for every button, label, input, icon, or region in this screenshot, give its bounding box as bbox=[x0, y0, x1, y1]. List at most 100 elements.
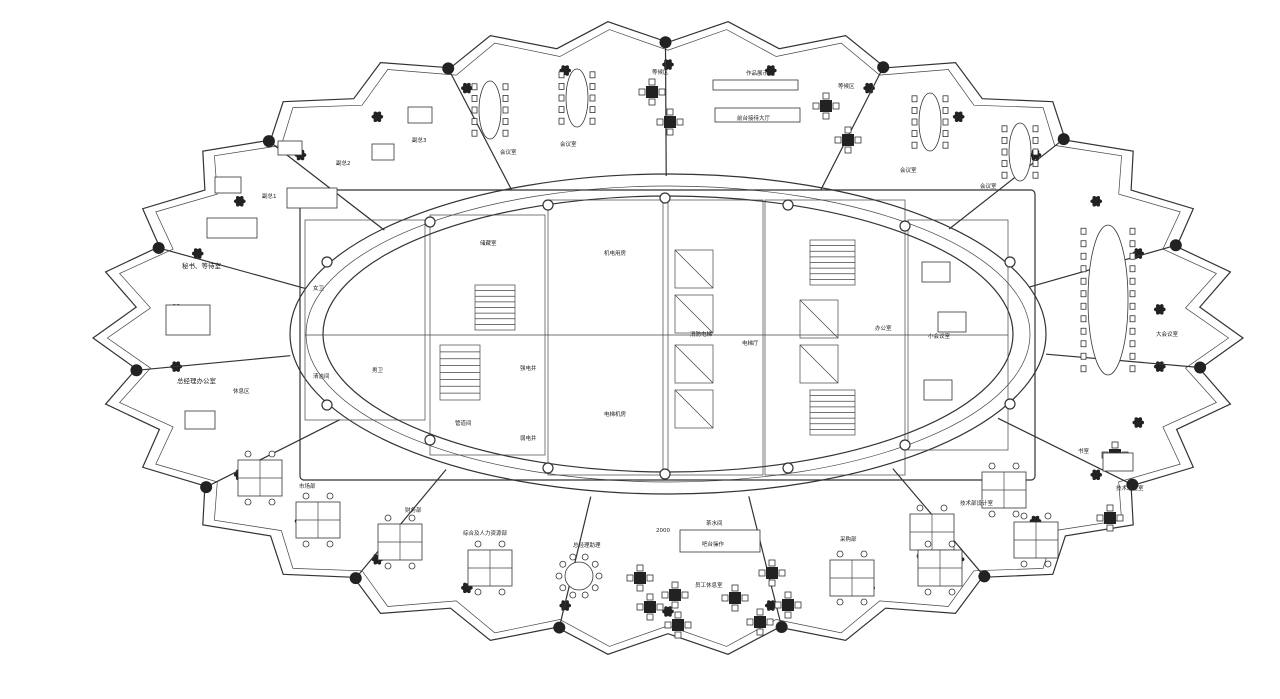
label-store: 储藏室 bbox=[480, 239, 497, 247]
desk bbox=[165, 304, 211, 336]
room-partitions bbox=[130, 36, 1207, 634]
building-core bbox=[299, 189, 1036, 481]
label-toilet-m: 男卫 bbox=[372, 367, 384, 374]
table-with-chairs bbox=[746, 608, 774, 636]
table-with-chairs bbox=[721, 584, 749, 612]
label-vp2: 副总2 bbox=[336, 159, 351, 167]
label-purchase: 采购部 bbox=[840, 535, 857, 543]
round-table bbox=[555, 553, 603, 599]
table-with-chairs bbox=[812, 92, 840, 120]
column bbox=[1057, 133, 1070, 146]
sofa bbox=[286, 187, 338, 209]
table-with-chairs bbox=[661, 581, 689, 609]
plant-icon bbox=[461, 82, 473, 94]
plant-icon bbox=[662, 59, 674, 70]
bar-counter bbox=[679, 529, 761, 553]
label-bar: 吧台操作 bbox=[702, 540, 725, 548]
plant-icon bbox=[461, 582, 473, 594]
column bbox=[553, 621, 566, 634]
room-labels: 秘书、等待室 总经理办公室 休息区 副总1 副总2 副总3 会议室 会议室 等候… bbox=[177, 68, 1179, 589]
plant-icon bbox=[1153, 304, 1166, 315]
table-with-chairs bbox=[656, 108, 684, 136]
table-with-chairs bbox=[1096, 504, 1124, 532]
desk bbox=[1102, 452, 1134, 472]
label-dim: 2000 bbox=[656, 528, 670, 534]
workstation-cluster bbox=[1013, 512, 1059, 568]
column bbox=[978, 570, 991, 583]
plant-icon bbox=[233, 195, 246, 207]
label-toilet-f: 女卫 bbox=[313, 284, 325, 292]
label-display: 作品展示区 bbox=[746, 69, 774, 77]
label-cleaning: 清洁间 bbox=[313, 372, 330, 380]
label-equip-2: 电梯机房 bbox=[604, 410, 627, 418]
table-with-chairs bbox=[664, 611, 692, 639]
column bbox=[1126, 478, 1139, 491]
column bbox=[152, 241, 165, 254]
label-tech-design: 技术部设计室 bbox=[960, 499, 994, 507]
plant-icon bbox=[371, 111, 384, 123]
label-finance: 财务部 bbox=[405, 506, 422, 514]
label-fire: 消防电梯 bbox=[690, 330, 713, 338]
conference-table bbox=[911, 92, 949, 152]
label-gm-assistant: 总经理助理 bbox=[573, 541, 601, 549]
desk bbox=[214, 176, 242, 194]
label-staff-rest: 员工休息室 bbox=[695, 581, 723, 589]
desk bbox=[184, 410, 216, 430]
label-secretary: 秘书、等待室 bbox=[182, 261, 222, 270]
label-pipe: 管道间 bbox=[455, 419, 472, 427]
sofa bbox=[206, 217, 258, 239]
meeting-table bbox=[923, 379, 953, 401]
column bbox=[1169, 239, 1182, 252]
label-front-hall: 前台接待大厅 bbox=[737, 114, 771, 122]
desk bbox=[277, 140, 303, 156]
column bbox=[200, 481, 213, 494]
table-with-chairs bbox=[638, 78, 666, 106]
label-small-meeting: 小会议室 bbox=[928, 332, 951, 340]
label-office: 办公室 bbox=[875, 324, 892, 332]
table-with-chairs bbox=[626, 564, 654, 592]
label-market: 市场部 bbox=[299, 482, 316, 490]
plant-icon bbox=[662, 606, 674, 617]
conference-table bbox=[1080, 224, 1136, 376]
conference-table bbox=[471, 80, 509, 140]
label-meeting-4: 会议室 bbox=[980, 182, 997, 190]
label-waiting-1: 等候区 bbox=[652, 68, 669, 76]
column bbox=[1194, 361, 1207, 374]
workstation-cluster bbox=[981, 462, 1027, 518]
column bbox=[262, 135, 275, 148]
conference-table bbox=[558, 68, 596, 128]
label-secretary-2: 书室 bbox=[1078, 447, 1090, 455]
column bbox=[775, 620, 788, 633]
plant-icon bbox=[1153, 361, 1166, 372]
plant-icon bbox=[1090, 195, 1103, 207]
label-vp3: 副总3 bbox=[412, 136, 427, 144]
workstation-cluster bbox=[467, 540, 513, 596]
meeting-table bbox=[937, 311, 967, 333]
label-tech-office: 技术总监室 bbox=[1116, 484, 1144, 492]
label-gm-office: 总经理办公室 bbox=[177, 376, 217, 385]
label-meeting-2: 会议室 bbox=[560, 140, 577, 148]
workstation-cluster bbox=[295, 492, 341, 548]
furniture bbox=[165, 68, 1136, 639]
column bbox=[659, 36, 672, 49]
display-bench bbox=[714, 107, 801, 123]
label-equip-1: 机电用房 bbox=[604, 249, 627, 257]
column bbox=[130, 364, 143, 377]
workstation-cluster bbox=[917, 540, 963, 596]
label-big-meeting: 大会议室 bbox=[1156, 330, 1179, 338]
label-elevator-hall: 电梯厅 bbox=[742, 339, 759, 347]
conference-table bbox=[1001, 122, 1039, 182]
label-meeting-3: 会议室 bbox=[900, 166, 917, 174]
label-hr: 综合及人力资源部 bbox=[463, 529, 508, 537]
plant-icon bbox=[863, 82, 875, 94]
desk bbox=[407, 106, 433, 124]
table-with-chairs bbox=[636, 593, 664, 621]
workstation-cluster bbox=[377, 514, 423, 570]
label-vp1: 副总1 bbox=[262, 192, 277, 200]
column bbox=[349, 572, 362, 585]
reception-counter bbox=[712, 79, 799, 91]
workstation-cluster bbox=[829, 550, 875, 606]
meeting-table bbox=[921, 261, 951, 283]
plant-icon bbox=[1132, 417, 1145, 428]
